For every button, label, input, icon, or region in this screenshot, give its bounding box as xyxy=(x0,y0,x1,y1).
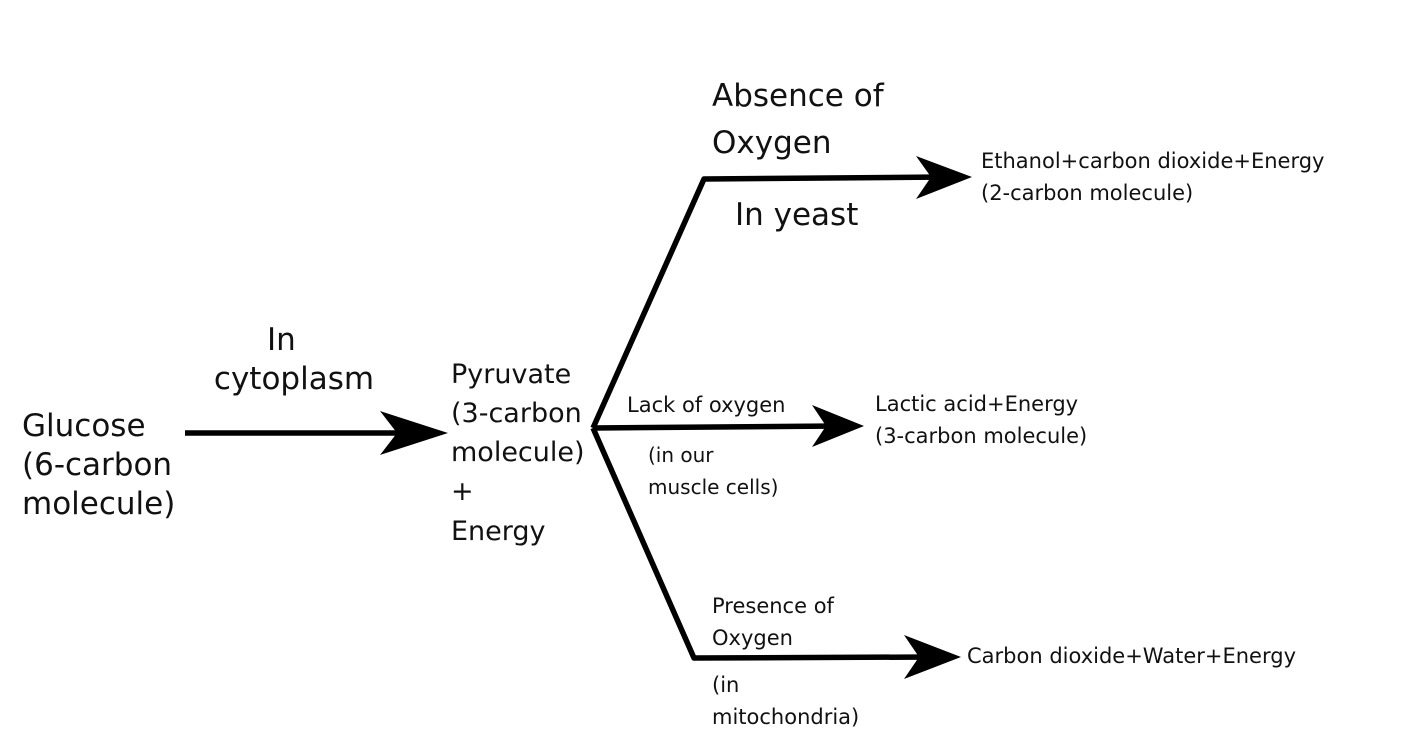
cytoplasm-label: In cytoplasm xyxy=(210,321,378,399)
ethanol-product-line-2: (2-carbon molecule) xyxy=(981,180,1194,205)
glycolysis-arrowhead xyxy=(380,411,448,455)
in-muscle-cells-line-2: muscle cells) xyxy=(648,475,779,499)
ethanol-product-node: Ethanol+carbon dioxide+Energy (2-carbon … xyxy=(981,146,1324,209)
pyruvate-carbon-line: (3-carbon xyxy=(451,398,582,430)
lactic-acid-product-node: Lactic acid+Energy (3-carbon molecule) xyxy=(875,389,1087,452)
pyruvate-energy: Energy xyxy=(451,515,546,547)
in-mitochondria-line-1: (in xyxy=(712,673,740,697)
pyruvate-label: Pyruvate xyxy=(451,359,572,390)
glucose-label: Glucose xyxy=(22,408,146,444)
yeast-arrowhead xyxy=(916,156,972,199)
lactic-acid-product-line-2: (3-carbon molecule) xyxy=(875,423,1088,448)
glucose-carbon-line: (6-carbon xyxy=(22,446,173,483)
in-mitochondria-label: (in mitochondria) xyxy=(712,670,859,733)
presence-of-oxygen-label: Presence of Oxygen xyxy=(712,591,834,654)
aerobic-product-node: Carbon dioxide+Water+Energy xyxy=(967,641,1296,673)
anaerobic-yeast-branch-line xyxy=(590,174,946,430)
in-muscle-cells-line-1: (in our xyxy=(648,443,714,467)
aerobic-product-line-1: Carbon dioxide+Water+Energy xyxy=(967,644,1296,668)
in-mitochondria-line-2: mitochondria) xyxy=(712,704,860,729)
lactic-acid-product-line-1: Lactic acid+Energy xyxy=(875,392,1079,416)
absence-of-oxygen-label: Absence of Oxygen xyxy=(712,73,884,166)
presence-of-oxygen-line-1: Presence of xyxy=(712,594,834,618)
cytoplasm-label-line-2: cytoplasm xyxy=(213,360,375,397)
pyruvate-molecule-line: molecule) xyxy=(451,437,585,469)
aerobic-branch-line xyxy=(590,426,936,661)
cytoplasm-label-line-1: In xyxy=(267,322,296,358)
glucose-node: Glucose (6-carbon molecule) xyxy=(22,407,175,523)
in-yeast-label: In yeast xyxy=(735,197,859,233)
presence-of-oxygen-line-2: Oxygen xyxy=(712,625,793,650)
pyruvate-plus: + xyxy=(451,476,474,508)
muscle-arrowhead xyxy=(812,405,864,447)
aerobic-arrowhead xyxy=(904,635,961,679)
ethanol-product-line-1: Ethanol+carbon dioxide+Energy xyxy=(981,149,1325,173)
pyruvate-node: Pyruvate (3-carbon molecule) + Energy xyxy=(451,355,585,551)
in-muscle-cells-label: (in our muscle cells) xyxy=(648,439,778,503)
anaerobic-muscle-branch-line xyxy=(592,423,841,431)
lack-of-oxygen-label: Lack of oxygen xyxy=(627,393,786,417)
glucose-molecule-line: molecule) xyxy=(22,485,176,522)
absence-of-oxygen-line-1: Absence of xyxy=(712,78,884,114)
absence-of-oxygen-line-2: Oxygen xyxy=(712,124,832,161)
